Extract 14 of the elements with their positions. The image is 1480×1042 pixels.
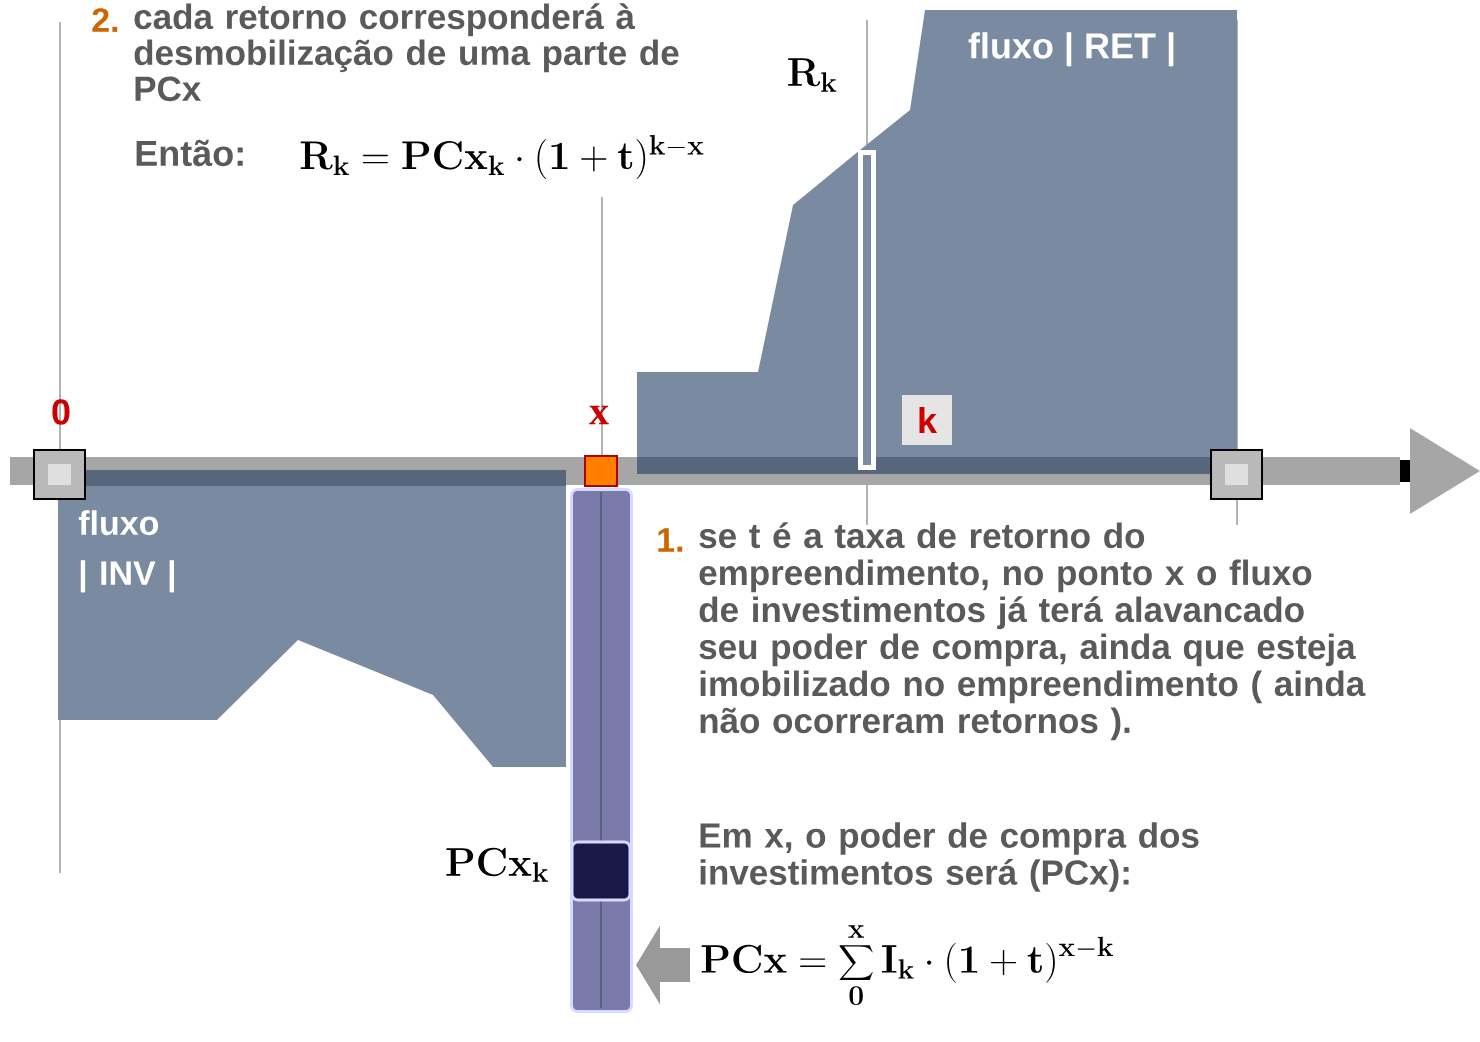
- axis-label: k: [902, 395, 952, 445]
- list-number: 2.: [92, 8, 118, 32]
- axis-label: x: [589, 405, 609, 425]
- formula: $\mathbf{PCx} = \sum_{\mathbf{0}}^{\mathbf{x}} \mathbf{I_k} \cdot (\mathbf{1+t})^{\mathbf{x-k}}$: [701, 925, 1113, 1006]
- note-text: Em x, o poder de compra dos investimentos será (PCx):: [700, 822, 1199, 892]
- list-number: 1.: [658, 528, 683, 552]
- formula: $\mathbf{R_k}$: [788, 58, 837, 92]
- note-text: cada retorno corresponderá à desmobilização de uma parte de PCx: [134, 3, 679, 102]
- investment-area: fluxo | INV |: [58, 470, 566, 767]
- note-text: se t é a taxa de retorno do empreendimento, no ponto x o fluxo de investimentos já terá alavancado seu poder de compra, ainda que esteja imobilizado no empreendimento ( ainda não ocorreram retornos ).: [699, 522, 1366, 741]
- formula: $\mathbf{R_k = PCx_k \cdot (1+t)^{k-x}}$: [300, 135, 704, 179]
- axis-label: 0: [52, 399, 70, 425]
- note-text: Então:: [136, 139, 243, 167]
- formula: $\mathbf{PCx_k}$: [446, 847, 549, 882]
